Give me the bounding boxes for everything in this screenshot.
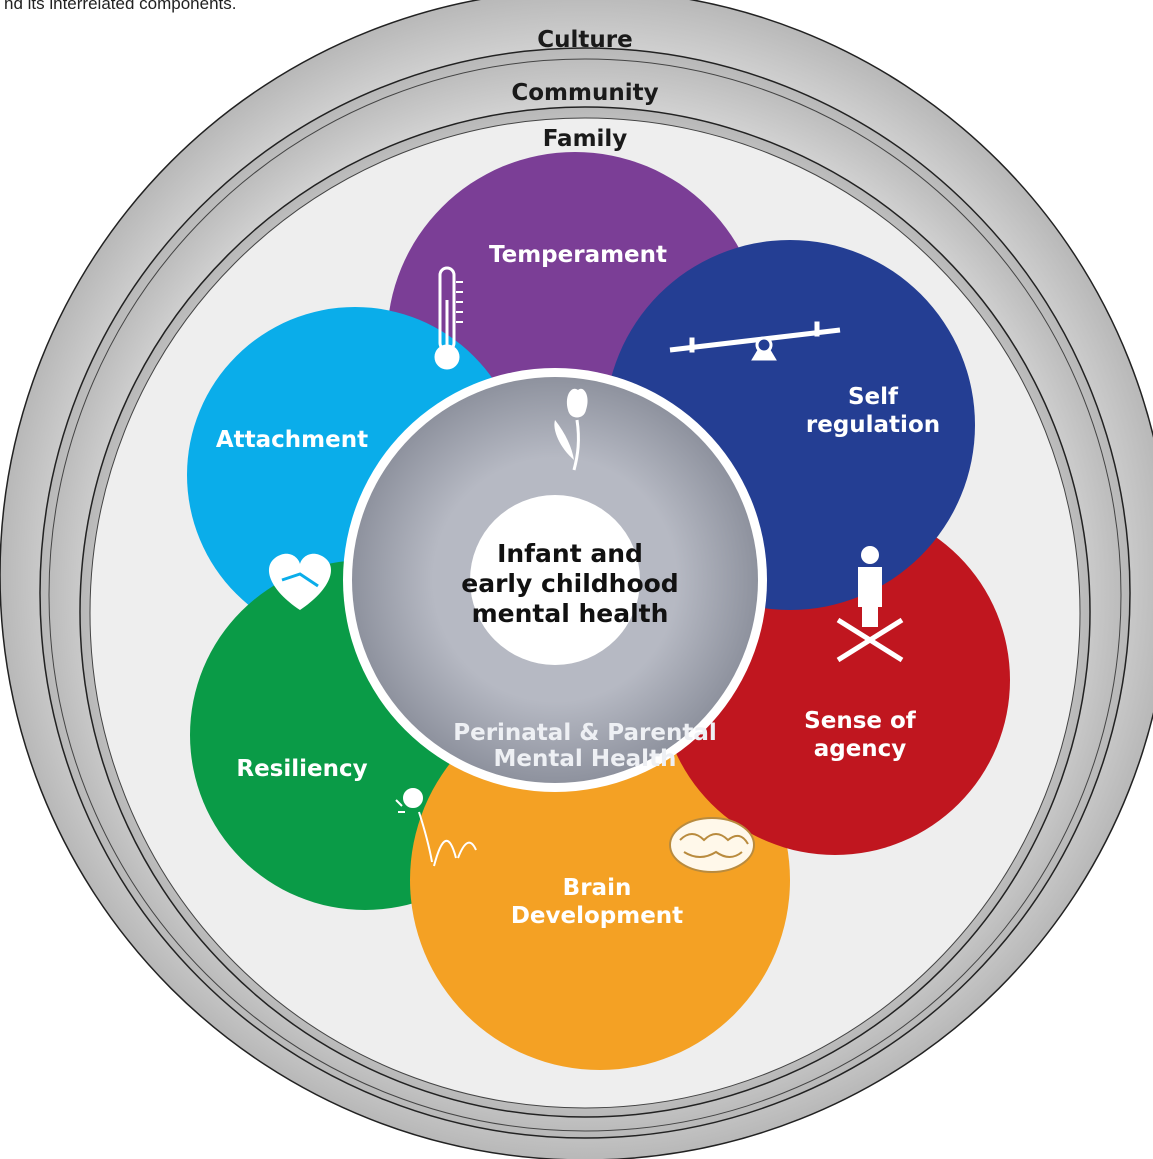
heart-handshake-icon [268, 553, 332, 610]
person-arrows-icon [836, 546, 904, 663]
perinatal-label-line1: Perinatal & Parental [453, 720, 717, 746]
center-title-line2: early childhood [461, 569, 678, 598]
self-regulation-label-line1: Self [848, 384, 899, 410]
thermometer-icon [434, 266, 463, 370]
seesaw-icon [669, 321, 841, 361]
bouncing-ball-icon [395, 786, 477, 867]
family-label: Family [543, 126, 628, 152]
sense-of-agency-label-line1: Sense of [804, 708, 917, 734]
center-title-line1: Infant and [497, 539, 643, 568]
brain-development-label-line2: Development [511, 903, 683, 929]
culture-label: Culture [537, 27, 632, 53]
perinatal-label-line2: Mental Health [494, 746, 677, 772]
sense-of-agency-label-line2: agency [814, 736, 907, 762]
inner-ring [343, 368, 767, 792]
community-label: Community [511, 80, 658, 106]
self-regulation-label-line2: regulation [806, 412, 940, 438]
tulip-icon [554, 388, 588, 471]
center-title-line3: mental health [472, 599, 669, 628]
attachment-label: Attachment [216, 427, 368, 453]
brain-icon [669, 817, 755, 873]
resiliency-label: Resiliency [236, 756, 367, 782]
brain-development-label-line1: Brain [563, 875, 632, 901]
caption-text: nd its interrelated components. [4, 0, 237, 13]
temperament-label: Temperament [489, 242, 667, 268]
